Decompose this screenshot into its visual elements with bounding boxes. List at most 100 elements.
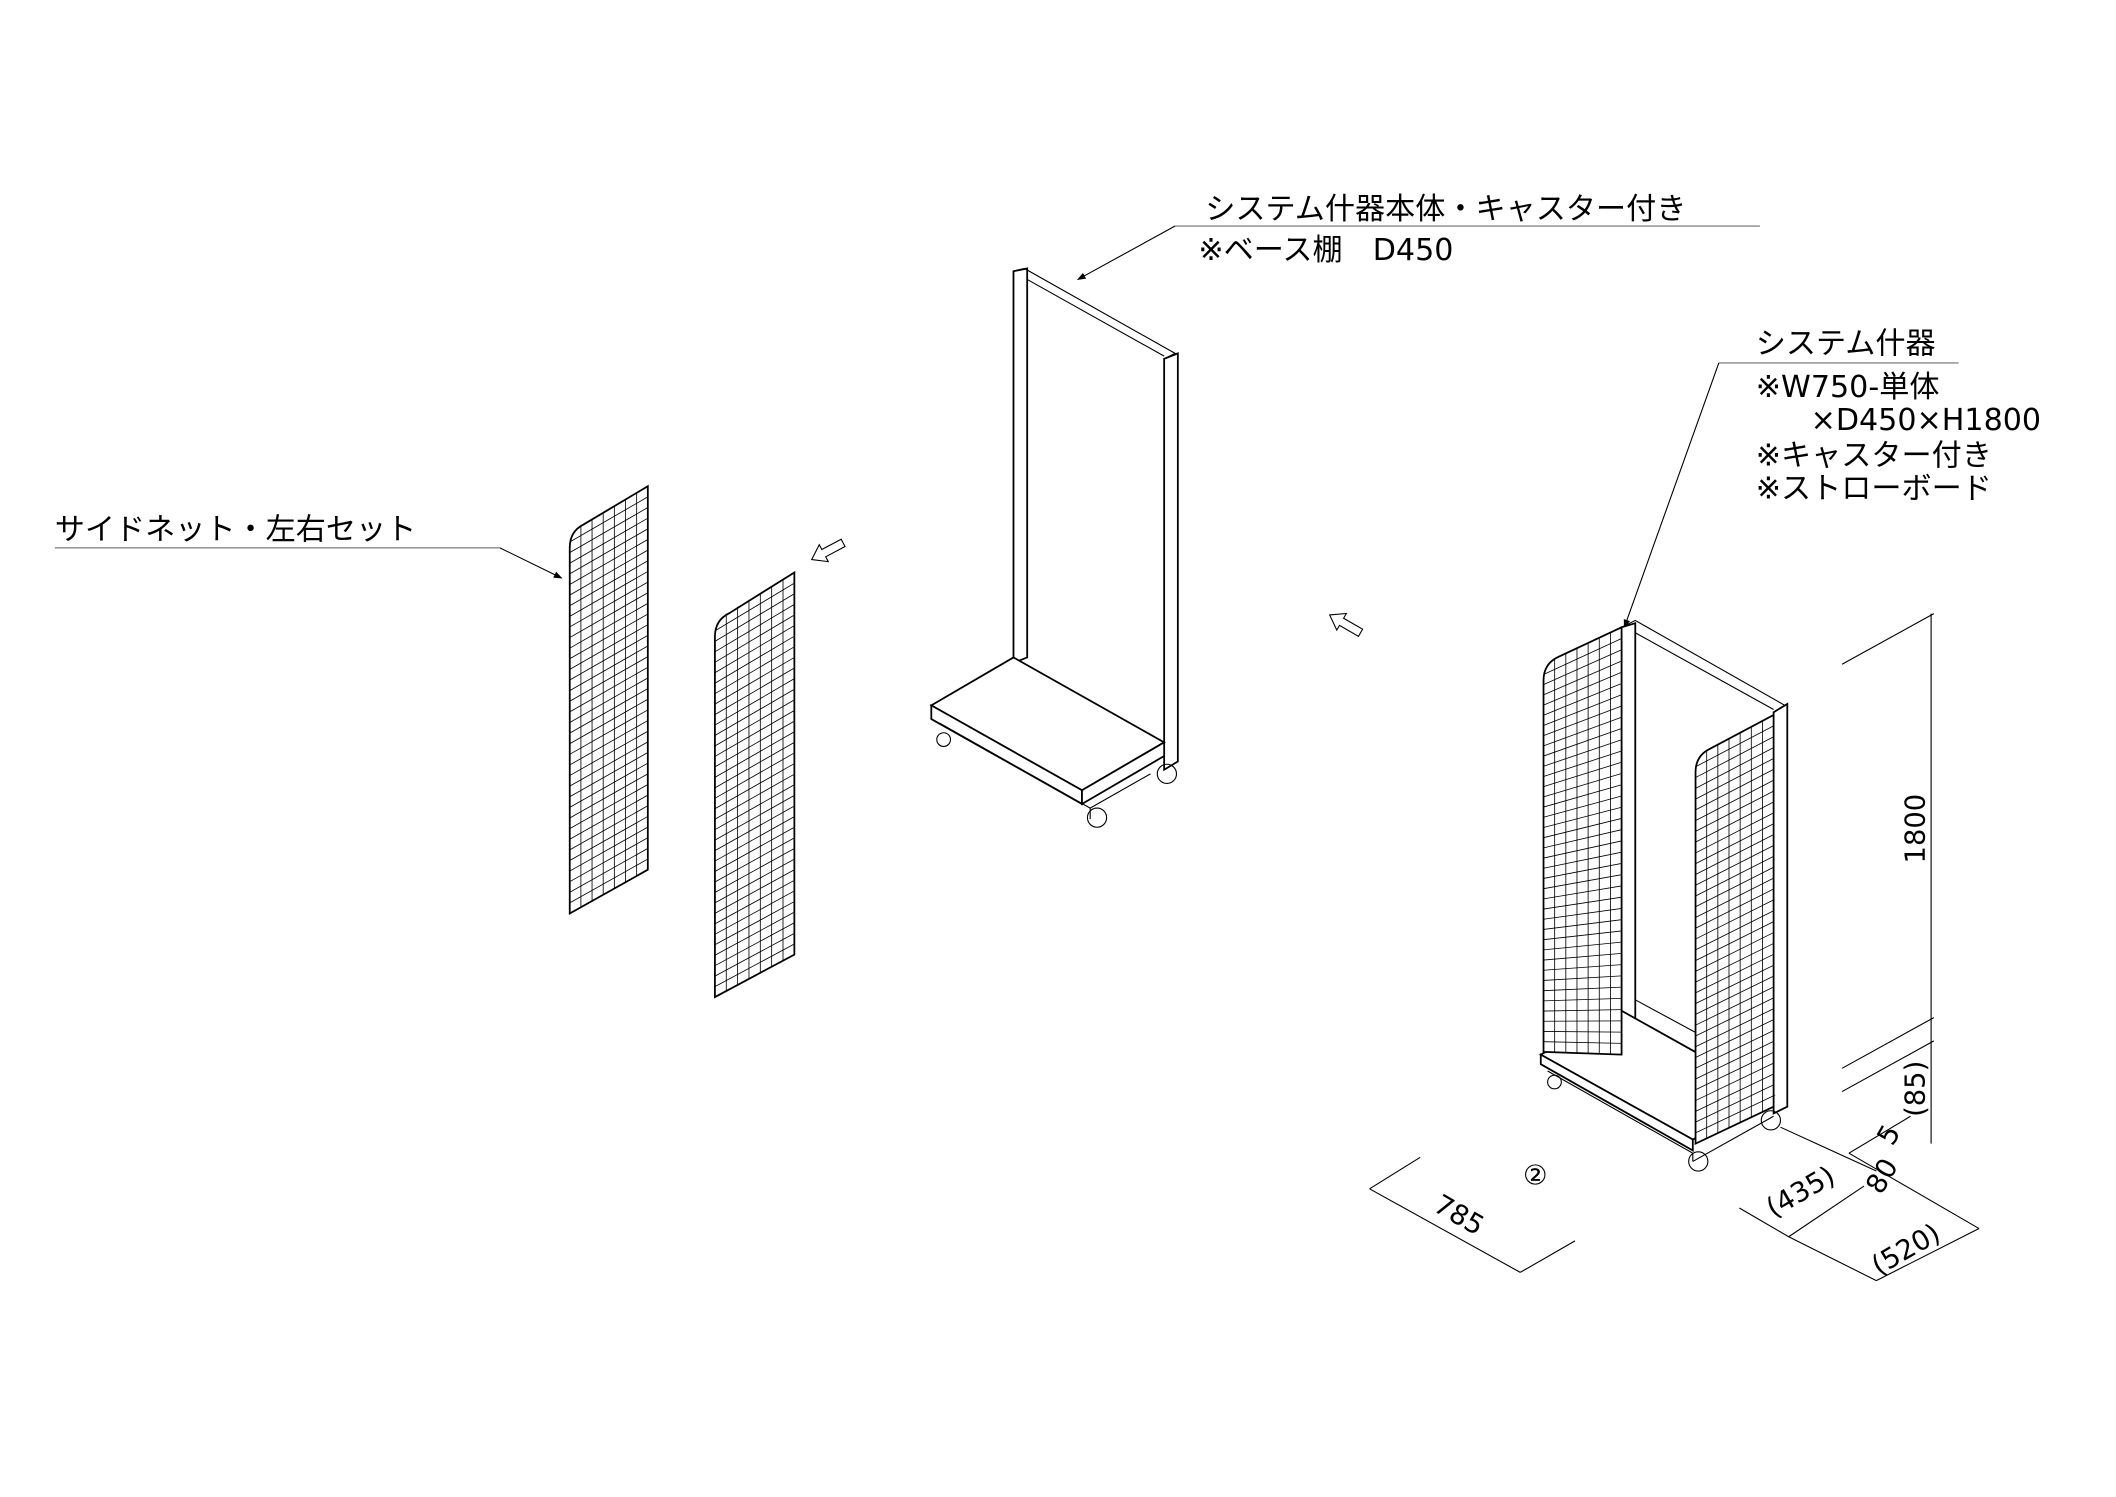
net-wire: [1695, 856, 1774, 897]
net-wire: [1695, 845, 1774, 886]
net-wire: [714, 635, 795, 684]
net-wire: [1543, 896, 1622, 910]
net-wire: [1543, 660, 1622, 696]
net-wire: [569, 720, 649, 766]
caster-wheel: [1760, 1110, 1782, 1131]
dim-gap: 5: [1872, 1120, 1908, 1151]
net-wire: [1695, 877, 1774, 918]
net-wire: [1543, 705, 1622, 737]
net-wire: [714, 773, 795, 820]
net-wire: [1543, 941, 1622, 951]
net-wire: [1543, 638, 1622, 675]
net-wire: [1543, 1009, 1622, 1012]
net-wire: [1695, 812, 1774, 854]
net-wire: [1695, 1019, 1774, 1058]
net-wire: [714, 901, 795, 946]
net-wire: [1695, 953, 1774, 994]
caster-wheel: [1688, 1151, 1709, 1172]
net-wire: [714, 688, 795, 736]
leader-arrow: [1076, 225, 1176, 280]
net-wire: [569, 837, 649, 883]
net-wire: [714, 678, 795, 726]
net-wire: [569, 528, 649, 575]
back-post: [1620, 621, 1637, 1059]
net-wire: [569, 624, 649, 670]
net-wire: [1543, 784, 1622, 808]
net-wire: [1543, 728, 1622, 757]
net-wire: [1695, 758, 1774, 800]
net-wire: [569, 762, 649, 808]
net-wire: [569, 581, 649, 628]
net-wire: [569, 709, 649, 755]
net-wire: [569, 645, 649, 691]
net-wire: [1695, 932, 1774, 972]
wire-net-panel: [714, 570, 796, 999]
net-wire: [1695, 779, 1774, 821]
net-wire: [714, 593, 795, 642]
net-wire: [714, 763, 795, 810]
net-wire: [1695, 736, 1774, 778]
dim-caster: 80: [1861, 1154, 1905, 1200]
net-wire: [714, 858, 795, 904]
net-wire: [569, 688, 649, 734]
side-net-panels: [568, 484, 796, 999]
net-wire: [569, 805, 649, 851]
net-wire: [1543, 930, 1622, 941]
net-wire: [714, 943, 795, 987]
net-wire: [1695, 888, 1774, 929]
net-wire: [714, 795, 795, 841]
back-panel-top: [1026, 278, 1165, 357]
net-wire: [569, 507, 649, 554]
dim-depth-total: (520): [1867, 1218, 1946, 1282]
net-wire: [714, 869, 795, 914]
net-wire: [1695, 1062, 1774, 1101]
net-wire: [1543, 840, 1622, 859]
net-wire: [714, 911, 795, 956]
net-wire: [1543, 986, 1622, 992]
net-wire: [569, 549, 649, 596]
net-wire: [714, 710, 795, 757]
dim-depth-inner: (435): [1761, 1161, 1840, 1225]
net-wire: [569, 773, 649, 819]
net-wire: [714, 805, 795, 851]
net-wire: [714, 625, 795, 674]
assembled-line: ※キャスター付き: [1756, 439, 1992, 474]
net-wire: [1695, 964, 1774, 1005]
net-wire: [1695, 834, 1774, 875]
net-wire: [1695, 986, 1774, 1026]
net-wire: [1543, 773, 1622, 798]
wire-net-panel: [1694, 713, 1775, 1146]
net-wire: [1543, 671, 1622, 706]
net-wire: [569, 635, 649, 681]
net-wire: [1695, 1040, 1774, 1080]
net-wire: [569, 539, 649, 585]
net-wire: [1695, 790, 1774, 832]
net-wire: [714, 582, 795, 632]
net-wire: [569, 496, 649, 543]
net-wire: [714, 816, 795, 862]
net-wire: [714, 752, 795, 799]
net-wire: [569, 730, 649, 776]
net-wire: [1543, 851, 1622, 869]
net-wire: [569, 741, 649, 787]
caster-wheel: [1086, 807, 1108, 828]
net-wire: [714, 667, 795, 715]
side-net-title: サイドネット・左右セット: [55, 513, 417, 548]
net-wire: [569, 666, 649, 713]
assembled-callout: システム什器 ※W750-単体 ×D450×H1800 ※キャスター付き ※スト…: [1623, 326, 2041, 629]
net-wire: [1695, 910, 1774, 951]
net-wire: [569, 784, 649, 829]
net-wire: [714, 879, 795, 925]
dim-height: 1800: [1900, 794, 1931, 864]
net-wire: [714, 741, 795, 789]
net-wire: [569, 517, 649, 564]
leader-arrow: [1623, 362, 1720, 629]
net-wire: [1543, 908, 1622, 920]
dim-base-height: (85): [1900, 1061, 1931, 1117]
net-wire: [1543, 829, 1622, 849]
net-wire: [1543, 952, 1622, 961]
net-wire: [714, 731, 795, 778]
net-wire: [714, 933, 795, 977]
assembly-arrow-icon: [810, 538, 846, 563]
item-number: ②: [1523, 1161, 1548, 1192]
